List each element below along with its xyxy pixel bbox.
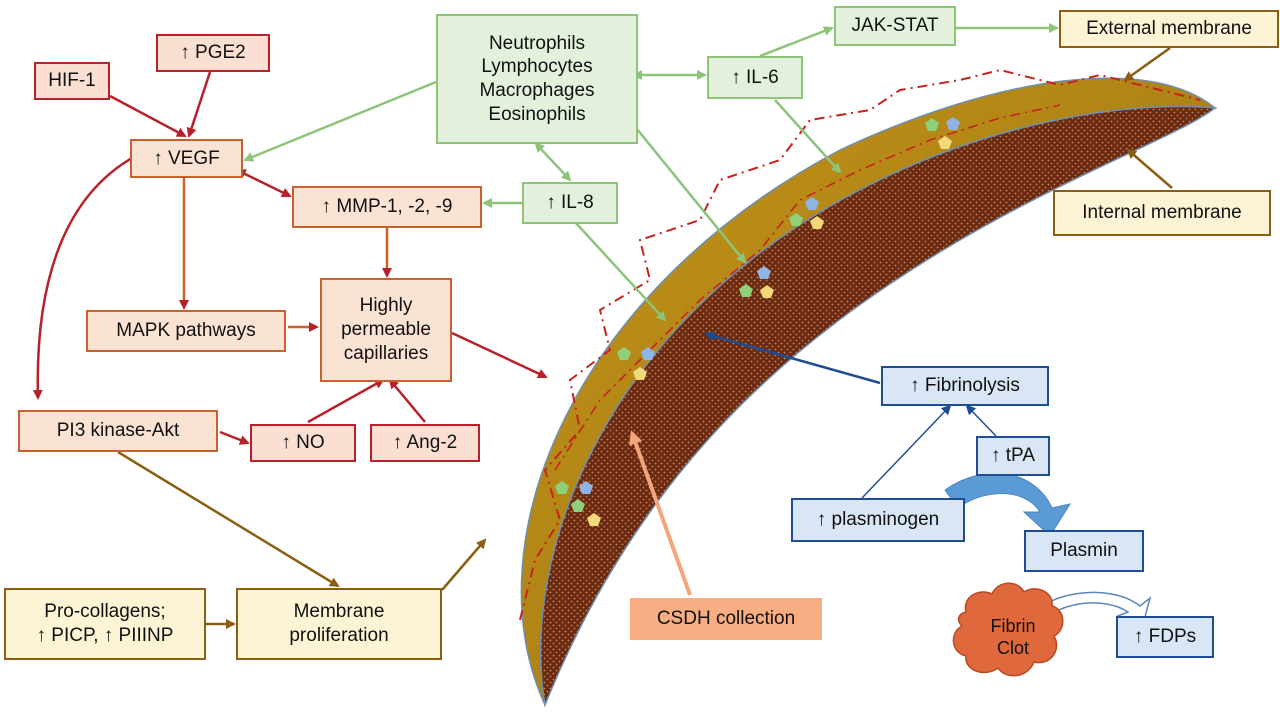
external-membrane-layer <box>520 77 1218 706</box>
fibrinolysis-node: ↑ Fibrinolysis <box>881 366 1049 406</box>
ang2-node: ↑ Ang-2 <box>370 424 480 462</box>
arrow-no-capillaries <box>307 378 385 424</box>
arrow-cells-collection <box>627 117 747 264</box>
cell-cluster <box>789 197 824 229</box>
plasminogen-node: ↑ plasminogen <box>791 498 965 542</box>
jakstat-node: JAK-STAT <box>834 6 956 46</box>
arrow-vegf-pi3k <box>32 156 133 400</box>
membrane-proliferation-node: Membrane proliferation <box>236 588 442 660</box>
tpa-node: ↑ tPA <box>976 436 1050 476</box>
cell-cluster <box>617 347 655 380</box>
arrow-capillaries-membrane <box>451 331 548 379</box>
procollagens-node: Pro-collagens; ↑ PICP, ↑ PIIINP <box>4 588 206 660</box>
mapk-node: MAPK pathways <box>86 310 286 352</box>
arrow-internal-membrane <box>1126 148 1173 189</box>
mmp-node: ↑ MMP-1, -2, -9 <box>292 186 482 228</box>
plasmin-node: Plasmin <box>1024 530 1144 572</box>
il6-node: ↑ IL-6 <box>707 56 803 99</box>
arrow-plasminogen-fibrinolysis <box>861 404 952 499</box>
arrow-il6-collection <box>774 99 842 174</box>
arrow-pi3k-proliferation <box>117 450 340 588</box>
arrow-cells-vegf <box>243 80 437 162</box>
no-node: ↑ NO <box>250 424 356 462</box>
capillary-vessels-inner <box>554 104 1061 471</box>
arrow-external-membrane <box>1123 46 1171 82</box>
external-membrane-label: External membrane <box>1059 10 1279 48</box>
pge2-node: ↑ PGE2 <box>156 34 270 72</box>
arrow-vegf-mmp <box>235 169 292 198</box>
arrow-hif1-vegf <box>109 94 187 138</box>
hif1-node: HIF-1 <box>34 62 110 100</box>
csdh-collection-layer <box>539 105 1217 708</box>
arrow-fibrinolysis-collection <box>704 331 881 385</box>
inflammatory-cells-node: Neutrophils Lymphocytes Macrophages Eosi… <box>436 14 638 144</box>
arrow-pi3k-no <box>219 430 250 445</box>
arrow-il8-collection <box>574 221 667 322</box>
csdh-collection-label: CSDH collection <box>630 598 822 640</box>
fibrin-clot-shape <box>952 582 1064 677</box>
il8-node: ↑ IL-8 <box>522 182 618 224</box>
arrow-proliferation-membrane <box>441 538 487 591</box>
capillary-vessels <box>519 68 1201 621</box>
cell-cluster <box>555 481 601 526</box>
cell-cluster <box>925 117 960 149</box>
internal-membrane-label: Internal membrane <box>1053 190 1271 236</box>
cell-cluster <box>739 266 774 298</box>
pi3k-node: PI3 kinase-Akt <box>18 410 218 452</box>
arrow-csdh-collection <box>629 430 692 596</box>
arrow-cells-il8 <box>534 142 572 182</box>
arrow-tpa-fibrinolysis <box>965 404 997 437</box>
fibrin-clot-label: Fibrin Clot <box>990 615 1036 659</box>
arrow-ang2-capillaries <box>388 378 426 423</box>
arrow-il6-jakstat <box>759 26 834 58</box>
arrow-pge2-vegf <box>186 71 212 138</box>
capillaries-node: Highly permeable capillaries <box>320 278 452 382</box>
fdps-node: ↑ FDPs <box>1116 616 1214 658</box>
vegf-node: ↑ VEGF <box>130 139 243 178</box>
